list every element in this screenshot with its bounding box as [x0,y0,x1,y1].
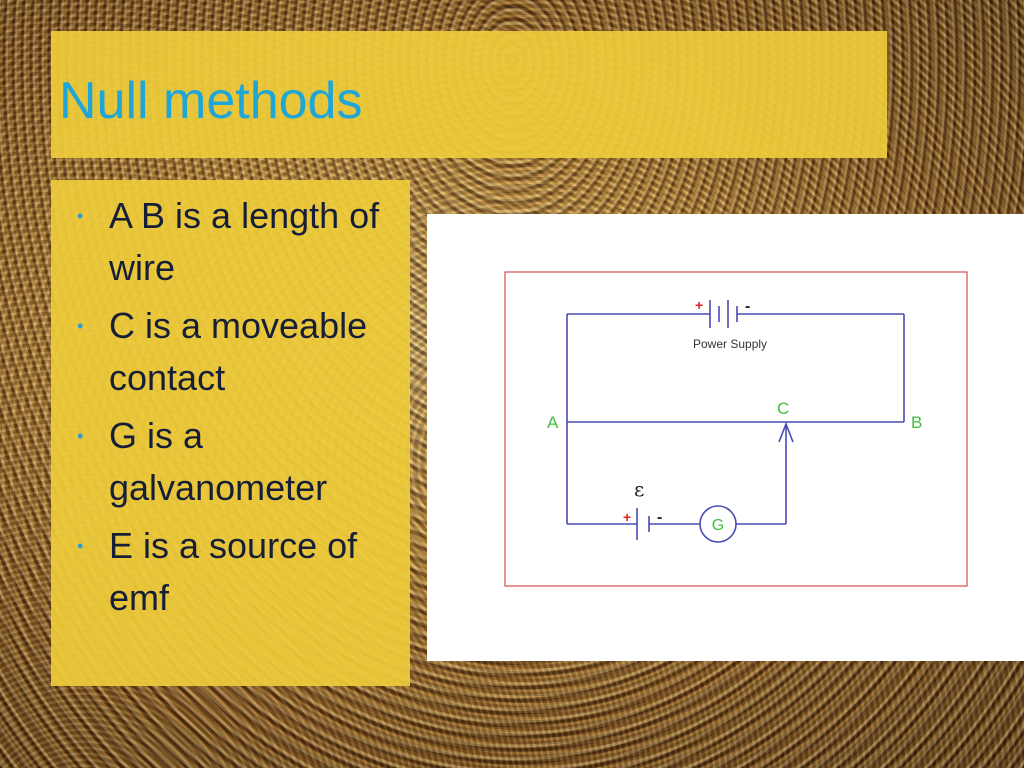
bullet-dot-icon: • [77,536,84,556]
galvanometer-icon [699,505,737,543]
emf-epsilon-label: ε [634,477,644,501]
power-supply-label: Power Supply [693,337,767,351]
power-supply-minus: - [745,298,750,315]
power-supply-plus: + [695,297,703,313]
bullet-dot-icon: • [77,206,84,226]
bullet-item: • A B is a length of wire [51,190,410,294]
bullet-item: • G is a galvanometer [51,410,410,514]
circuit-diagram-panel: + - Power Supply A B C + - ε G [427,214,1024,661]
diagram-frame [504,271,968,587]
slide-title: Null methods [59,72,363,130]
bullet-text: C is a moveable contact [109,305,368,398]
circuit-diagram: + - Power Supply A B C + - ε G [504,271,968,587]
power-supply-battery-icon [709,300,738,328]
bullet-dot-icon: • [77,316,84,336]
bullet-item: • E is a source of emf [51,520,410,624]
bullet-text: E is a source of emf [109,525,358,618]
node-c-label: C [777,399,789,418]
bullet-dot-icon: • [77,426,84,446]
node-a-label: A [547,413,559,432]
contact-arrow-icon [778,421,794,443]
emf-plus: + [623,509,631,525]
title-box: Null methods [51,31,887,158]
emf-minus: - [657,509,662,526]
bullet-list: • A B is a length of wire • C is a moveabl… [51,180,410,624]
bullet-text: G is a galvanometer [109,415,328,508]
bullet-box: • A B is a length of wire • C is a moveabl… [51,180,410,686]
node-b-label: B [911,413,922,432]
bullet-item: • C is a moveable contact [51,300,410,404]
bullet-text: A B is a length of wire [109,195,380,288]
emf-cell-icon [636,508,650,540]
galvanometer-label: G [712,517,724,534]
